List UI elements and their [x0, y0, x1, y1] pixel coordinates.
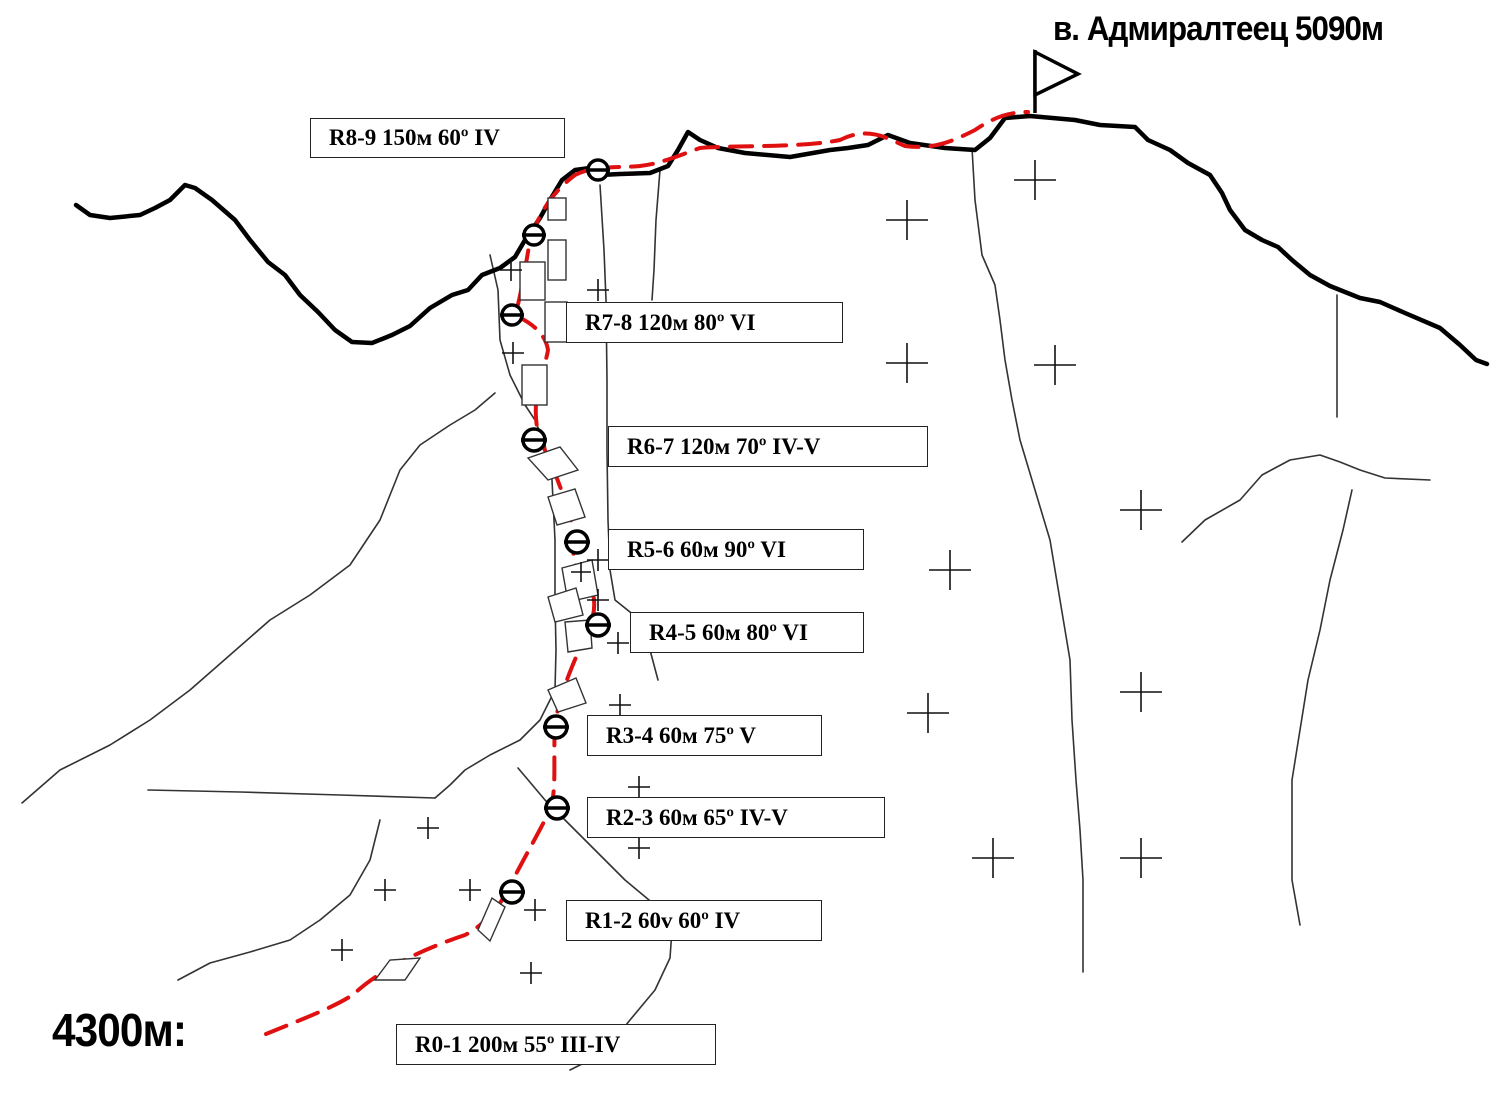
terrain-symbols: [373, 197, 599, 981]
climbing-route: [264, 110, 1030, 1036]
pitch-label-r0-1: R0-1 200м 55º III-IV: [396, 1024, 716, 1065]
main-ridge: [73, 113, 1490, 367]
belay-anchors: [499, 158, 611, 905]
pitch-label-r3-4: R3-4 60м 75º V: [587, 715, 822, 756]
pitch-label-r2-3: R2-3 60м 65º IV-V: [587, 797, 885, 838]
terrain-lines: [21, 147, 1431, 1071]
pitch-label-r8-9: R8-9 150м 60º IV: [310, 118, 565, 158]
pitch-label-r4-5: R4-5 60м 80º VI: [630, 612, 864, 653]
cross-markers: [331, 160, 1162, 984]
pitch-label-r7-8: R7-8 120м 80º VI: [566, 302, 843, 343]
summit-flag: [1033, 49, 1082, 113]
pitch-label-r1-2: R1-2 60v 60º IV: [566, 900, 822, 941]
pitch-label-r5-6: R5-6 60м 90º VI: [608, 529, 864, 570]
summit-label: в. Адмиралтеец 5090м: [1053, 10, 1384, 48]
base-altitude-label: 4300м:: [52, 1004, 187, 1056]
pitch-label-r6-7: R6-7 120м 70º IV-V: [608, 426, 928, 467]
